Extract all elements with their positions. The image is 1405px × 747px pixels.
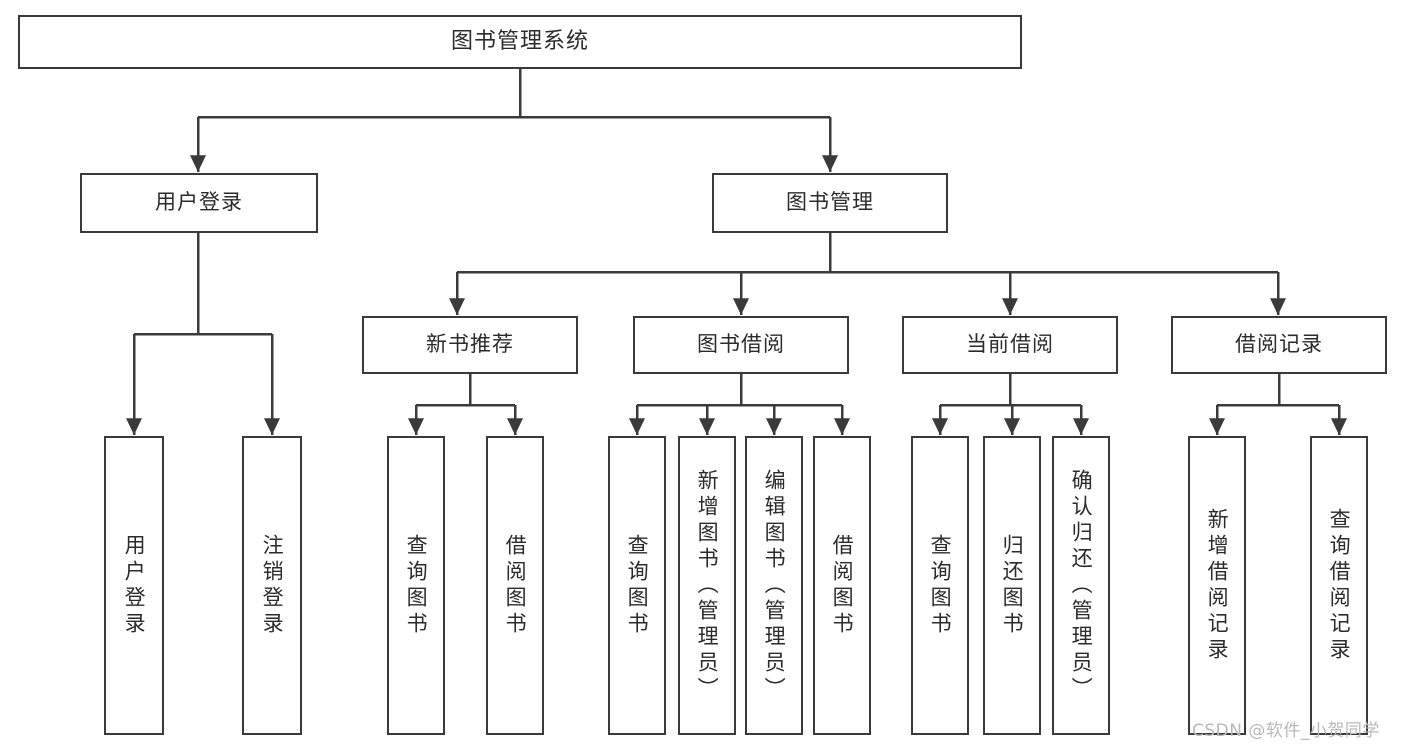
level2-node-label: 当前借阅: [966, 332, 1054, 357]
connector-arrowhead: [449, 298, 465, 315]
level1-node-label: 用户登录: [155, 190, 243, 215]
watermark-text: CSDN @软件_小贺同学: [1192, 721, 1380, 741]
level2-node-2[interactable]: 当前借阅: [902, 316, 1118, 374]
leaf-node-label: 注销登录: [260, 533, 285, 638]
connector-arrowhead: [190, 155, 206, 172]
leaf-node-label: 归还图书: [1000, 533, 1025, 638]
leaf-node-label: 借阅图书: [503, 533, 528, 638]
leaf-node-5[interactable]: 新增图书（管理员）: [678, 436, 736, 735]
leaf-node-label: 新增图书（管理员）: [695, 468, 720, 703]
connector-arrowhead: [834, 418, 850, 435]
connector-arrowhead: [1331, 418, 1347, 435]
leaf-node-0[interactable]: 用户登录: [104, 436, 164, 735]
leaf-node-label: 查询借阅记录: [1327, 507, 1352, 664]
leaf-node-1[interactable]: 注销登录: [242, 436, 302, 735]
connector-arrowhead: [264, 418, 280, 435]
leaf-node-11[interactable]: 新增借阅记录: [1188, 436, 1246, 735]
connector-arrowhead: [507, 418, 523, 435]
connector-arrowhead: [1073, 418, 1089, 435]
leaf-node-12[interactable]: 查询借阅记录: [1310, 436, 1368, 735]
level2-node-0[interactable]: 新书推荐: [362, 316, 578, 374]
connector-arrowhead: [126, 418, 142, 435]
leaf-node-label: 确认归还（管理员）: [1069, 468, 1094, 703]
level2-node-label: 新书推荐: [426, 332, 514, 357]
leaf-node-9[interactable]: 归还图书: [983, 436, 1041, 735]
level1-node-0[interactable]: 用户登录: [80, 173, 318, 233]
level2-node-1[interactable]: 图书借阅: [633, 316, 849, 374]
leaf-node-label: 编辑图书（管理员）: [762, 468, 787, 703]
leaf-node-label: 查询图书: [625, 533, 650, 638]
leaf-node-4[interactable]: 查询图书: [608, 436, 666, 735]
leaf-node-label: 新增借阅记录: [1205, 507, 1230, 664]
root-node-0[interactable]: 图书管理系统: [18, 15, 1022, 69]
connector-arrowhead: [822, 155, 838, 172]
connector-arrowhead: [733, 298, 749, 315]
level2-node-3[interactable]: 借阅记录: [1171, 316, 1387, 374]
level2-node-label: 借阅记录: [1235, 332, 1323, 357]
level2-node-label: 图书借阅: [697, 332, 785, 357]
connector-arrowhead: [1002, 298, 1018, 315]
connector-arrowhead: [1004, 418, 1020, 435]
root-node-label: 图书管理系统: [450, 28, 589, 54]
connector-arrowhead: [1209, 418, 1225, 435]
leaf-node-label: 用户登录: [122, 533, 147, 638]
leaf-node-7[interactable]: 借阅图书: [813, 436, 871, 735]
leaf-node-label: 查询图书: [928, 533, 953, 638]
connector-arrowhead: [1270, 298, 1286, 315]
level1-node-label: 图书管理: [786, 190, 874, 215]
leaf-node-label: 借阅图书: [830, 533, 855, 638]
connector-arrowhead: [699, 418, 715, 435]
leaf-node-6[interactable]: 编辑图书（管理员）: [745, 436, 803, 735]
leaf-node-2[interactable]: 查询图书: [387, 436, 445, 735]
level1-node-1[interactable]: 图书管理: [712, 173, 948, 233]
leaf-node-10[interactable]: 确认归还（管理员）: [1052, 436, 1110, 735]
connector-arrowhead: [932, 418, 948, 435]
connector-arrowhead: [629, 418, 645, 435]
connector-arrowhead: [408, 418, 424, 435]
leaf-node-label: 查询图书: [404, 533, 429, 638]
connector-arrowhead: [766, 418, 782, 435]
leaf-node-3[interactable]: 借阅图书: [486, 436, 544, 735]
leaf-node-8[interactable]: 查询图书: [911, 436, 969, 735]
